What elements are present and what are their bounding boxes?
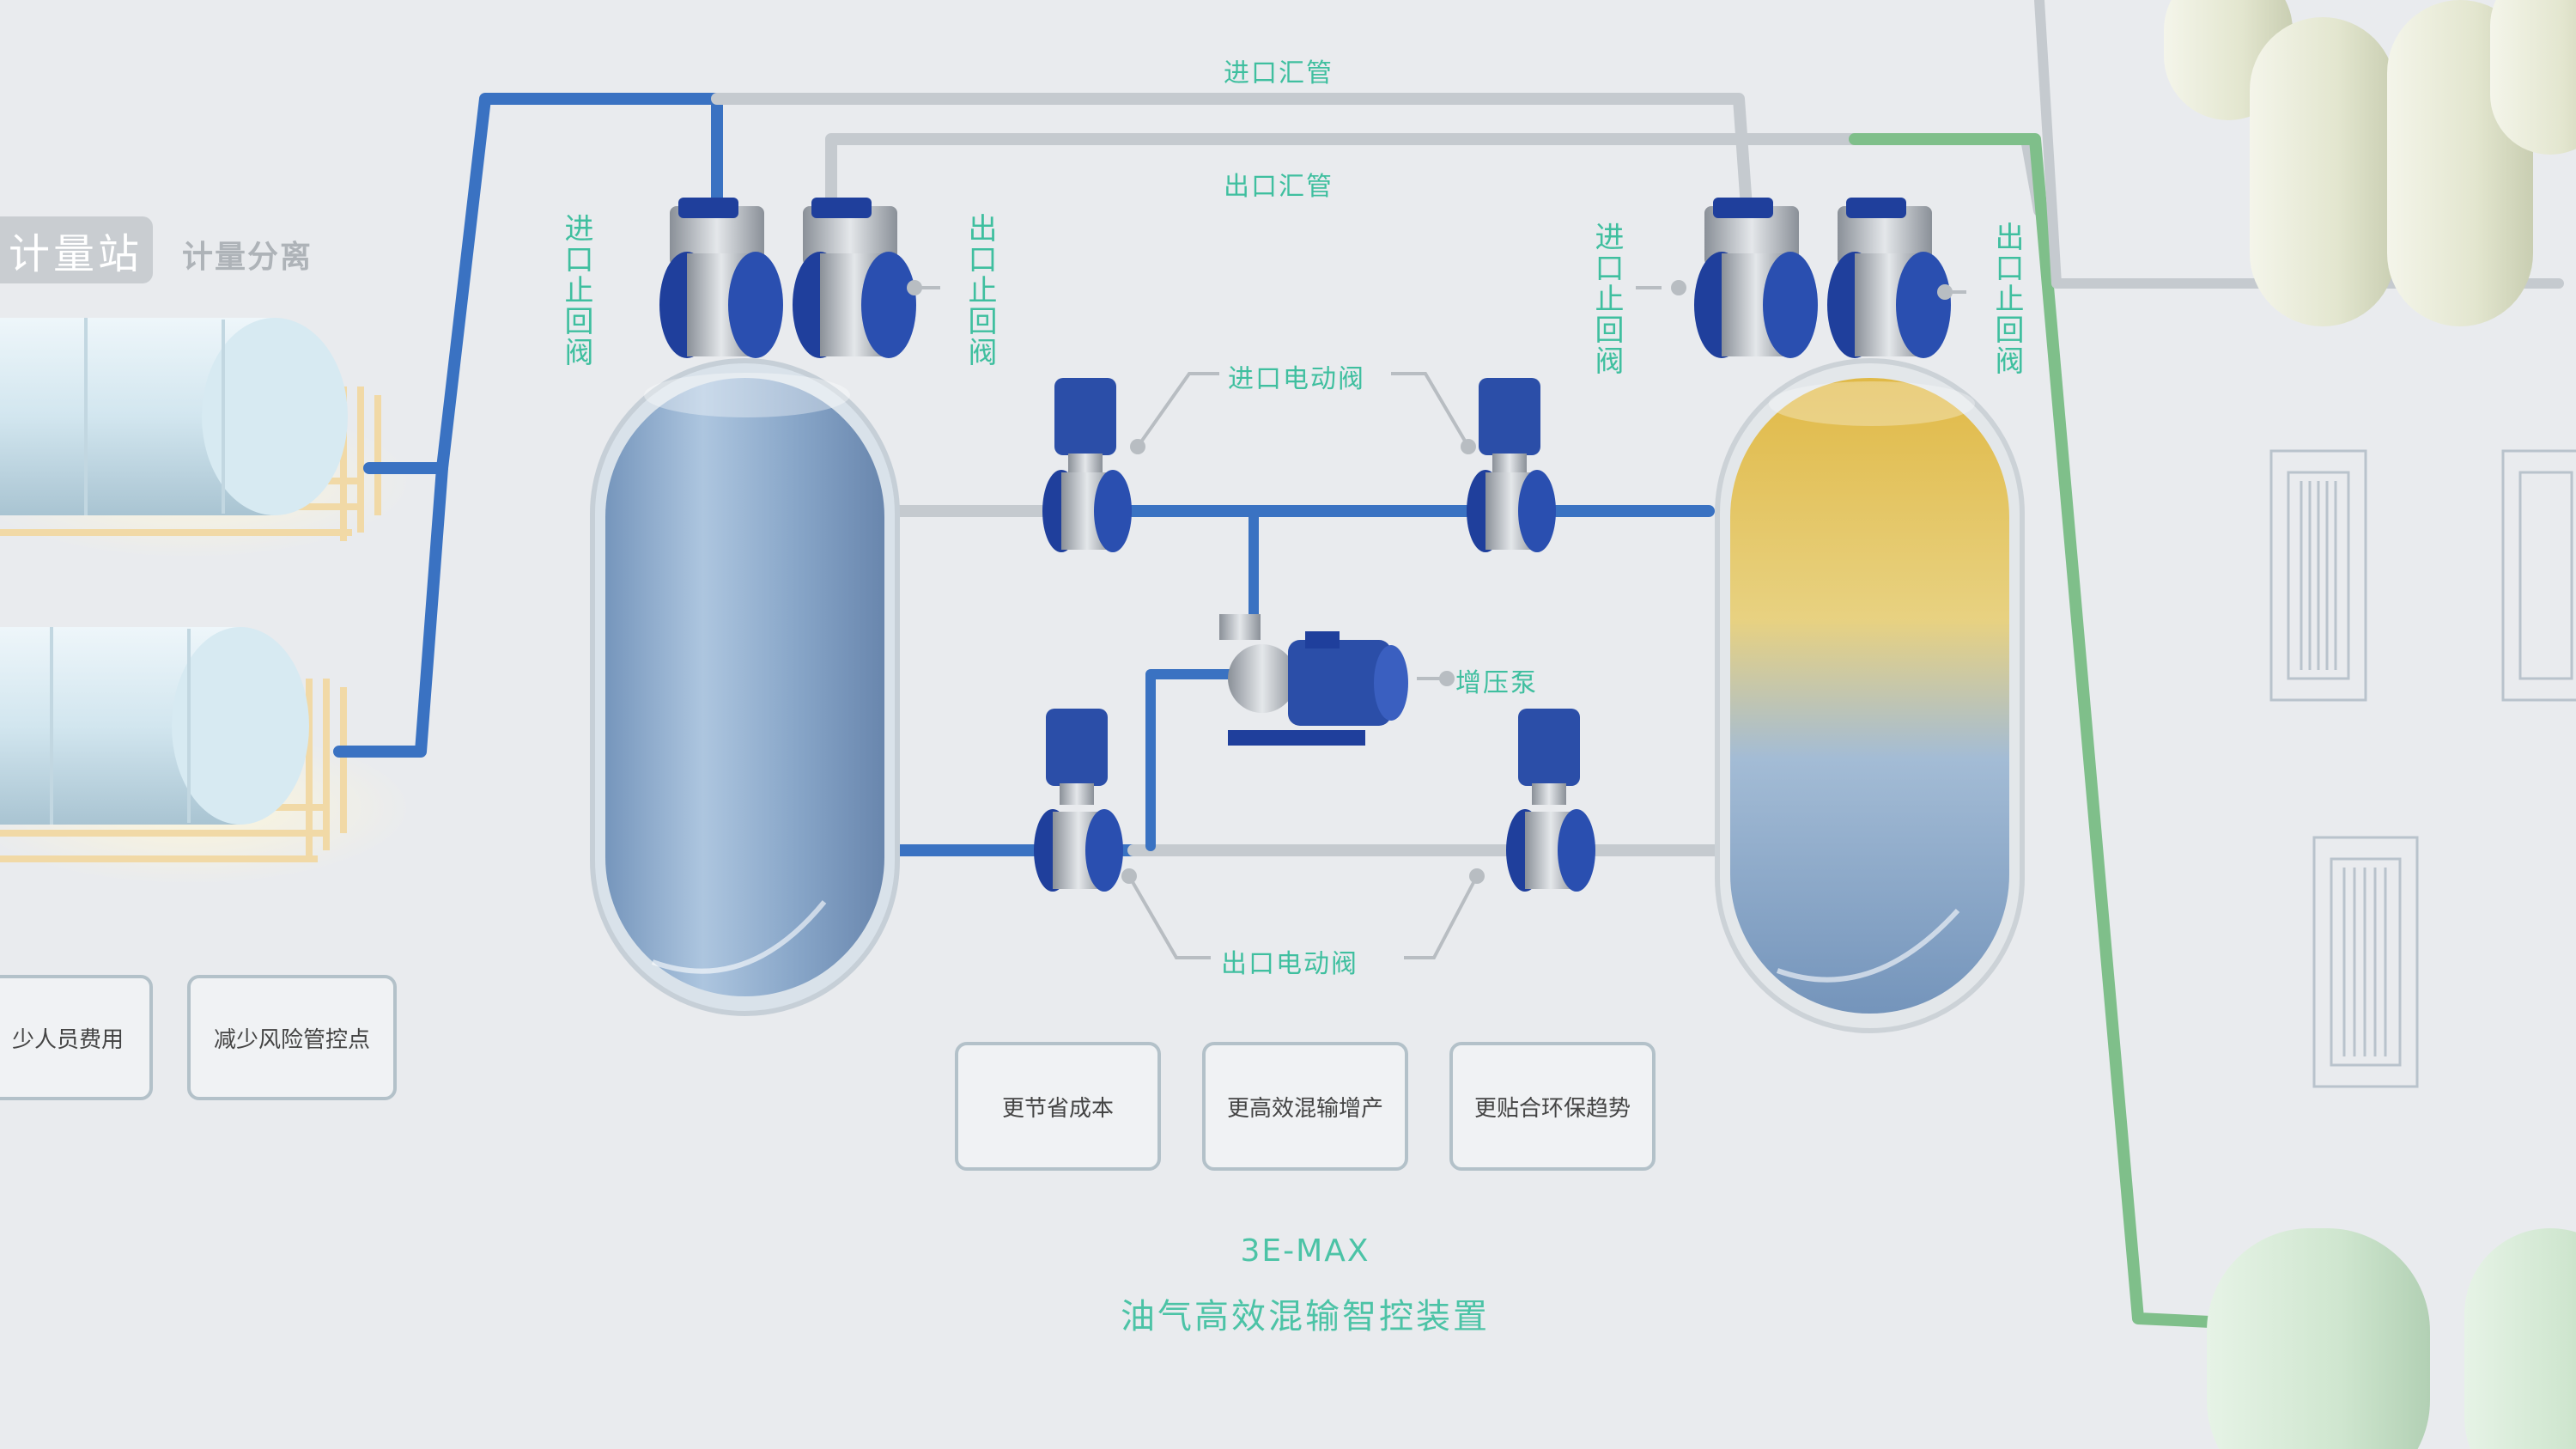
separator-tank-left (590, 358, 900, 1016)
leader-dots (907, 280, 1953, 884)
check-valve-right-outlet (1827, 198, 1951, 358)
benefit-box-environment: 更贴合环保趋势 (1449, 1042, 1656, 1171)
booster-pump (1219, 614, 1408, 746)
station-subtitle: 计量分离 (182, 240, 313, 275)
left-inlet-check-valve-label: 进口止回阀 (559, 213, 593, 368)
inlet-manifold-label: 进口汇管 (1224, 58, 1334, 88)
cabinet-outlines (2269, 449, 2576, 1088)
storage-cylinders-top-right (2164, 0, 2576, 326)
left-horizontal-tanks (0, 318, 412, 885)
inlet-electric-valve-label: 进口电动阀 (1228, 364, 1365, 394)
check-valve-right-inlet (1694, 198, 1818, 358)
electric-valve-inlet-left (1042, 378, 1132, 552)
pipe-network (333, 0, 2564, 1333)
benefit-box-efficiency: 更高效混输增产 (1202, 1042, 1408, 1171)
product-name: 油气高效混输智控装置 (1121, 1297, 1490, 1336)
horizontal-tank-upper (0, 318, 348, 515)
benefit-box-personnel-cost: 少人员费用 (0, 975, 153, 1100)
station-title: 计量站 (0, 216, 153, 283)
electric-valve-outlet-left (1034, 709, 1123, 892)
electric-valve-outlet-right (1506, 709, 1595, 892)
check-valve-left-inlet (659, 198, 783, 358)
booster-pump-label: 增压泵 (1455, 668, 1538, 698)
benefit-box-risk-control: 减少风险管控点 (187, 975, 397, 1100)
product-model: 3E-MAX (1240, 1233, 1370, 1269)
separator-tank-right (1715, 358, 2025, 1033)
storage-cylinders-bottom-right (2207, 1228, 2576, 1449)
electric-valve-inlet-right (1467, 378, 1556, 552)
horizontal-tank-lower (0, 627, 309, 825)
benefit-box-cost-saving: 更节省成本 (955, 1042, 1161, 1171)
check-valve-left-outlet (793, 198, 916, 358)
left-outlet-check-valve-label: 出口止回阀 (963, 213, 997, 368)
outlet-electric-valve-label: 出口电动阀 (1221, 949, 1358, 979)
outlet-manifold-label: 出口汇管 (1224, 172, 1334, 202)
right-inlet-check-valve-label: 进口止回阀 (1589, 222, 1624, 376)
right-outlet-check-valve-label: 出口止回阀 (1990, 222, 2024, 376)
inlet-manifold-pipe (363, 93, 723, 474)
